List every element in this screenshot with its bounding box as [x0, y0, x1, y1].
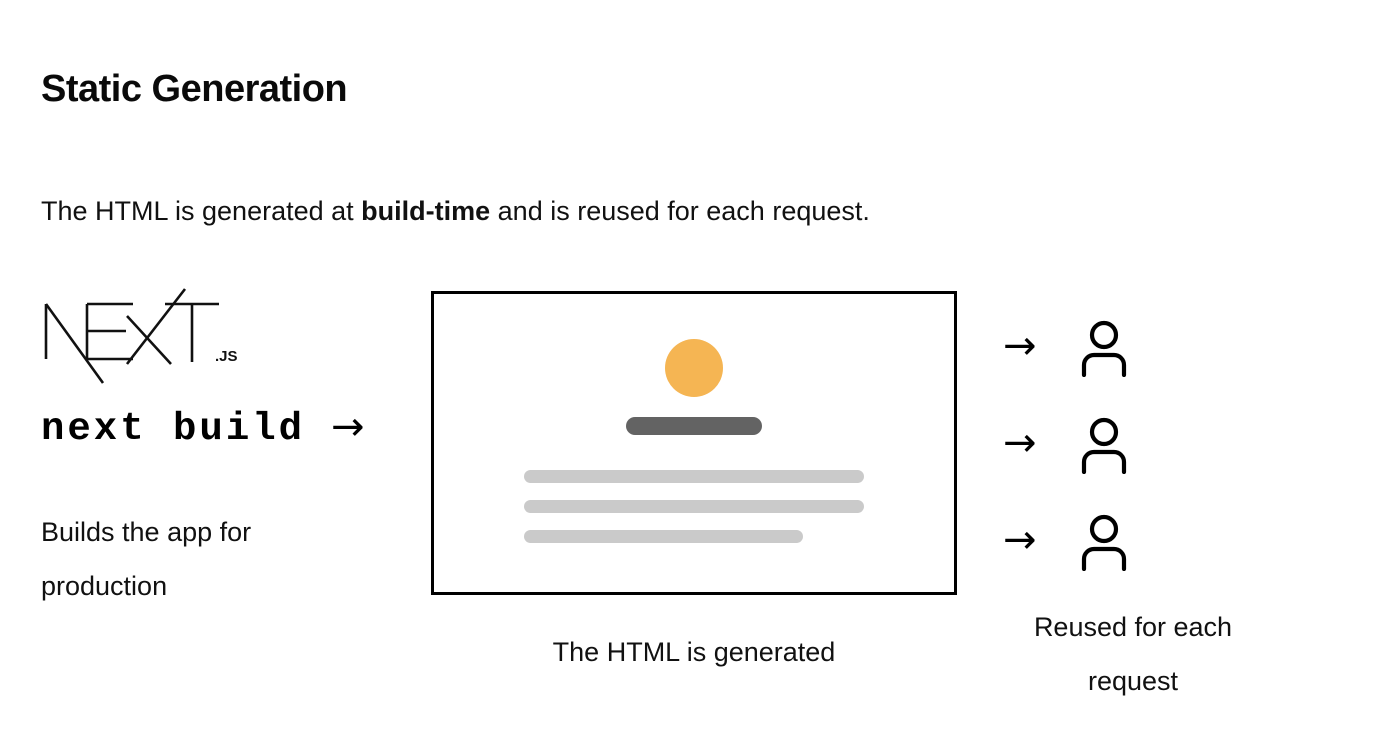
mockup-text-lines: [524, 470, 864, 560]
nextjs-logo: [44, 288, 219, 384]
build-description: Builds the app for production: [41, 505, 371, 613]
nextjs-logo-suffix-text: .JS: [215, 348, 238, 365]
page-title: Static Generation: [41, 68, 348, 111]
page-subtitle: The HTML is generated at build-time and …: [41, 195, 870, 229]
request-flow-row: →: [1003, 299, 1183, 396]
flow-caption-line1: Reused for each: [1033, 612, 1233, 642]
flow-caption: Reused for each request: [975, 600, 1291, 708]
user-icon: [1081, 417, 1126, 474]
right-arrow-icon: →: [1003, 516, 1037, 563]
subtitle-text-after: and is reused for each request.: [490, 196, 870, 226]
next-build-command-text: next build: [41, 407, 306, 451]
mockup-text-line: [524, 500, 864, 513]
generated-html-page-mockup: [431, 291, 957, 595]
build-description-line2: production: [41, 571, 168, 601]
subtitle-emphasis: build-time: [361, 196, 491, 226]
request-flow-rows: → → →: [1003, 299, 1183, 590]
mockup-title-bar: [626, 417, 762, 435]
request-flow-row: →: [1003, 396, 1183, 493]
left-column: .JS: [41, 286, 411, 386]
next-build-command: next build →: [41, 407, 365, 451]
right-arrow-icon: →: [1003, 322, 1037, 369]
mockup-avatar-circle: [665, 339, 723, 397]
subtitle-text-before: The HTML is generated at: [41, 196, 362, 226]
mockup-caption: The HTML is generated: [552, 637, 836, 667]
user-icon: [1081, 514, 1126, 571]
user-icon: [1081, 320, 1126, 377]
request-flow-row: →: [1003, 493, 1183, 590]
flow-caption-line2: request: [1087, 666, 1179, 696]
right-arrow-icon: →: [1003, 419, 1037, 466]
mockup-text-line: [524, 470, 864, 483]
nextjs-logo-suffix: .JS: [215, 348, 238, 365]
right-arrow-icon: →: [331, 404, 365, 450]
build-description-line1: Builds the app for: [41, 517, 252, 547]
mockup-text-line: [524, 530, 803, 543]
